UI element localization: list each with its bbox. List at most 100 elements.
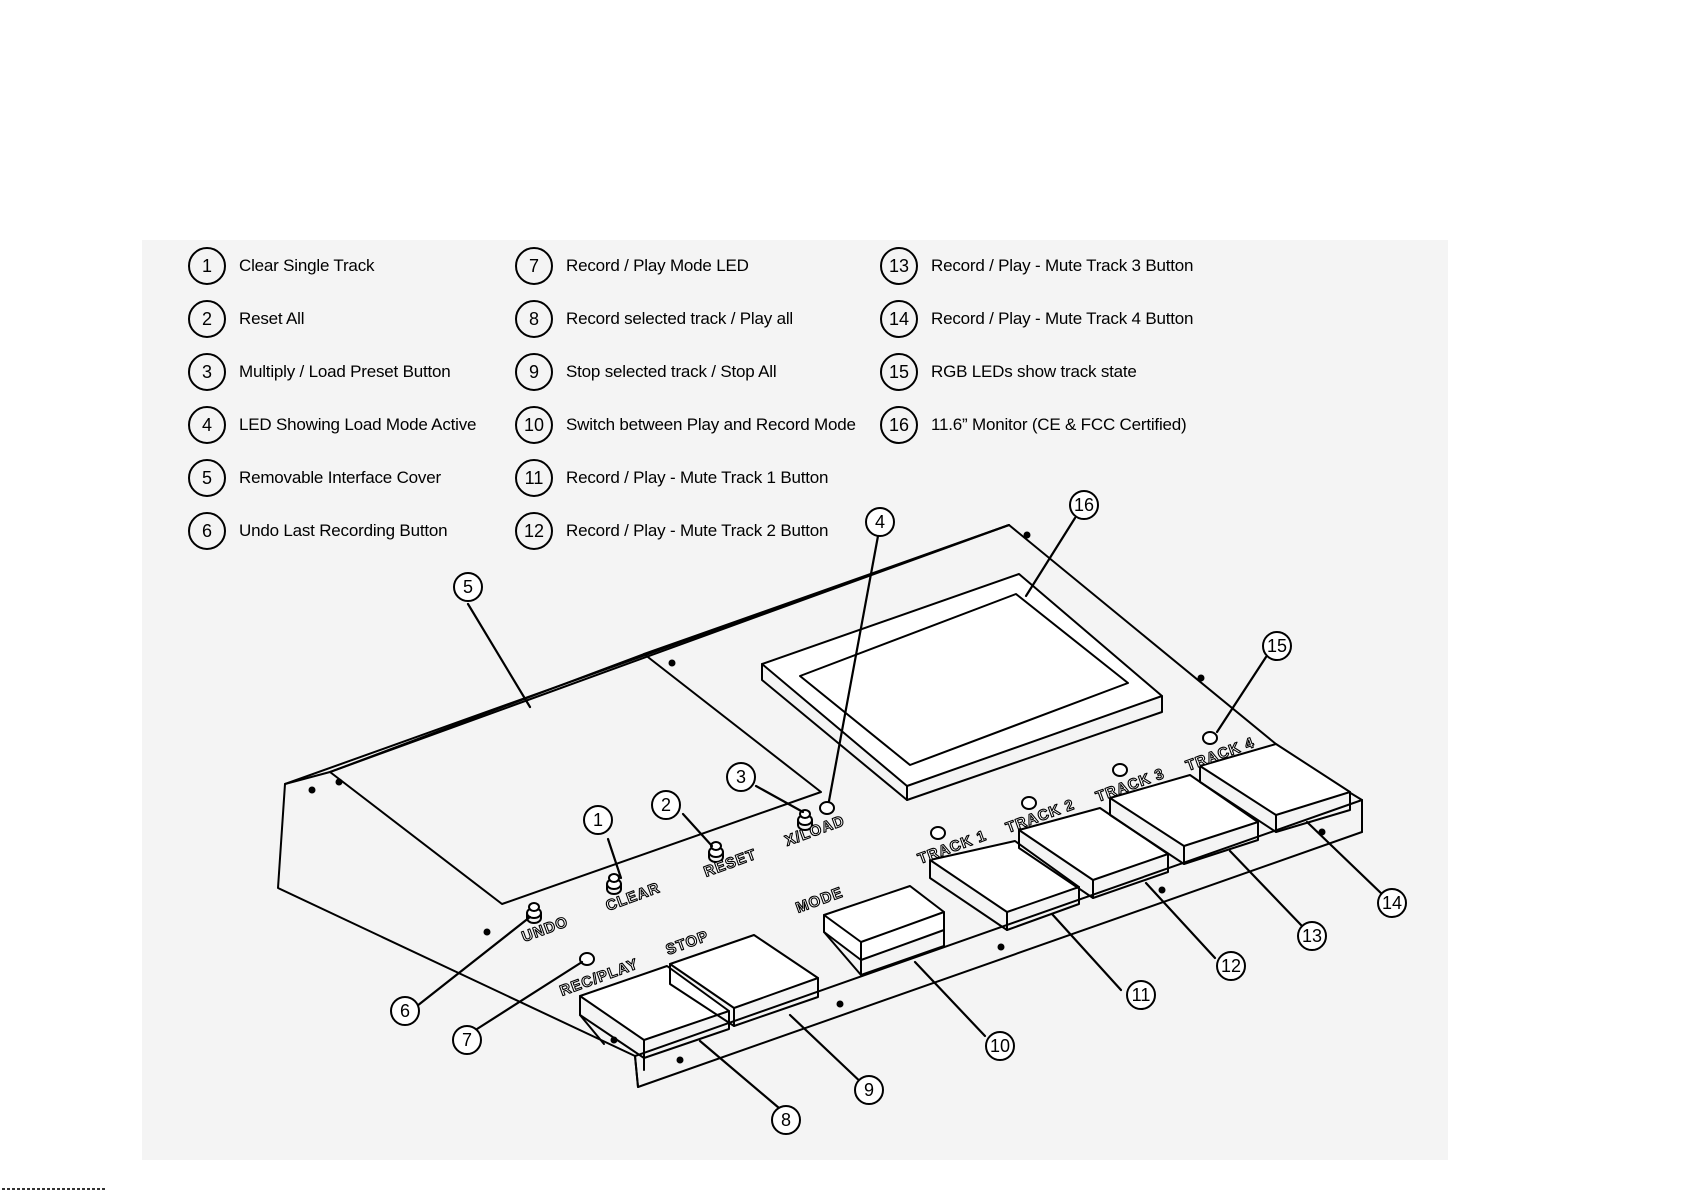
callout-number: 15 [880, 353, 918, 391]
callout-number: 10 [515, 406, 553, 444]
monitor-screen [799, 593, 1129, 766]
callout-number: 14 [880, 300, 918, 338]
legend-item: 11 Record / Play - Mute Track 1 Button [515, 458, 828, 498]
legend-item: 2 Reset All [188, 299, 304, 339]
callout-5: 5 [453, 572, 483, 602]
clear-button[interactable] [606, 873, 622, 895]
stop-footswitch[interactable] [669, 934, 819, 1027]
screws [308, 531, 1326, 1064]
callout-number: 4 [188, 406, 226, 444]
callout-2: 2 [651, 790, 681, 820]
callout-1: 1 [583, 805, 613, 835]
legend-item: 10 Switch between Play and Record Mode [515, 405, 856, 445]
track4-footswitch[interactable] [1199, 743, 1351, 833]
track1-led [930, 826, 946, 840]
legend-item: 15 RGB LEDs show track state [880, 352, 1137, 392]
legend-label: Record / Play - Mute Track 4 Button [931, 309, 1194, 328]
svg-text:10: 10 [990, 1036, 1010, 1056]
callout-12: 12 [1216, 951, 1246, 981]
callout-4: 4 [865, 507, 895, 537]
svg-text:6: 6 [400, 1001, 410, 1021]
track4-led [1202, 731, 1218, 745]
rec-play-footswitch[interactable] [579, 965, 730, 1071]
legend-label: Multiply / Load Preset Button [239, 362, 451, 381]
svg-text:5: 5 [463, 577, 473, 597]
scale-bar [2, 1188, 105, 1190]
callout-number: 13 [880, 247, 918, 285]
footswitches [579, 743, 1351, 1071]
legend-label: LED Showing Load Mode Active [239, 415, 477, 434]
svg-text:16: 16 [1074, 495, 1094, 515]
svg-text:2: 2 [661, 795, 671, 815]
legend-item: 1 Clear Single Track [188, 246, 374, 286]
track1-footswitch[interactable] [929, 840, 1080, 931]
legend: 1 Clear Single Track 2 Reset All 3 Multiply… [188, 246, 1194, 551]
callout-3: 3 [726, 762, 756, 792]
legend-label: Stop selected track / Stop All [566, 362, 777, 381]
callout-number: 6 [188, 512, 226, 550]
legend-label: Switch between Play and Record Mode [566, 415, 856, 434]
legend-item: 16 11.6” Monitor (CE & FCC Certified) [880, 405, 1187, 445]
svg-text:3: 3 [736, 767, 746, 787]
load-button[interactable] [797, 809, 813, 831]
callout-number: 1 [188, 247, 226, 285]
legend-item: 5 Removable Interface Cover [188, 458, 441, 498]
legend-item: 3 Multiply / Load Preset Button [188, 352, 451, 392]
mode-footswitch[interactable] [823, 885, 945, 976]
svg-text:13: 13 [1302, 926, 1322, 946]
svg-text:14: 14 [1382, 893, 1402, 913]
legend-label: 11.6” Monitor (CE & FCC Certified) [931, 415, 1187, 434]
legend-item: 6 Undo Last Recording Button [188, 511, 448, 551]
callout-6: 6 [390, 996, 420, 1026]
track2-led [1021, 796, 1037, 810]
callout-number: 11 [515, 459, 553, 497]
legend-label: Record / Play Mode LED [566, 256, 749, 275]
callout-number: 16 [880, 406, 918, 444]
monitor [761, 573, 1163, 801]
callout-8: 8 [771, 1105, 801, 1135]
svg-text:8: 8 [781, 1110, 791, 1130]
legend-label: RGB LEDs show track state [931, 362, 1137, 381]
callout-14: 14 [1377, 888, 1407, 918]
legend-label: Clear Single Track [239, 256, 375, 275]
svg-text:9: 9 [864, 1080, 874, 1100]
legend-item: 8 Record selected track / Play all [515, 299, 793, 339]
legend-label: Reset All [239, 309, 305, 328]
legend-label: Undo Last Recording Button [239, 521, 448, 540]
legend-item: 7 Record / Play Mode LED [515, 246, 749, 286]
track3-footswitch[interactable] [1109, 774, 1259, 865]
callout-number: 7 [515, 247, 553, 285]
legend-item: 14 Record / Play - Mute Track 4 Button [880, 299, 1193, 339]
callout-number: 2 [188, 300, 226, 338]
legend-label: Removable Interface Cover [239, 468, 441, 487]
svg-text:12: 12 [1221, 956, 1241, 976]
callout-number: 8 [515, 300, 553, 338]
callouts: 5 1 2 3 4 16 15 6 7 8 9 10 11 12 13 14 [390, 490, 1407, 1135]
legend-item: 12 Record / Play - Mute Track 2 Button [515, 511, 828, 551]
legend-label: Record / Play - Mute Track 2 Button [566, 521, 829, 540]
load-led [819, 801, 835, 815]
callout-13: 13 [1297, 921, 1327, 951]
leader-lines [415, 516, 1386, 1110]
svg-text:1: 1 [593, 810, 603, 830]
callout-number: 5 [188, 459, 226, 497]
callout-number: 12 [515, 512, 553, 550]
callout-number: 3 [188, 353, 226, 391]
svg-text:15: 15 [1267, 636, 1287, 656]
legend-label: Record selected track / Play all [566, 309, 793, 328]
rec-play-led [579, 952, 595, 966]
legend-item: 4 LED Showing Load Mode Active [188, 405, 476, 445]
callout-10: 10 [985, 1031, 1015, 1061]
callout-11: 11 [1126, 980, 1156, 1010]
svg-text:4: 4 [875, 512, 885, 532]
callout-16: 16 [1069, 490, 1099, 520]
callout-15: 15 [1262, 631, 1292, 661]
track3-led [1112, 763, 1128, 777]
callout-7: 7 [452, 1025, 482, 1055]
svg-text:11: 11 [1132, 985, 1151, 1005]
callout-9: 9 [854, 1075, 884, 1105]
legend-label: Record / Play - Mute Track 1 Button [566, 468, 829, 487]
legend-label: Record / Play - Mute Track 3 Button [931, 256, 1194, 275]
